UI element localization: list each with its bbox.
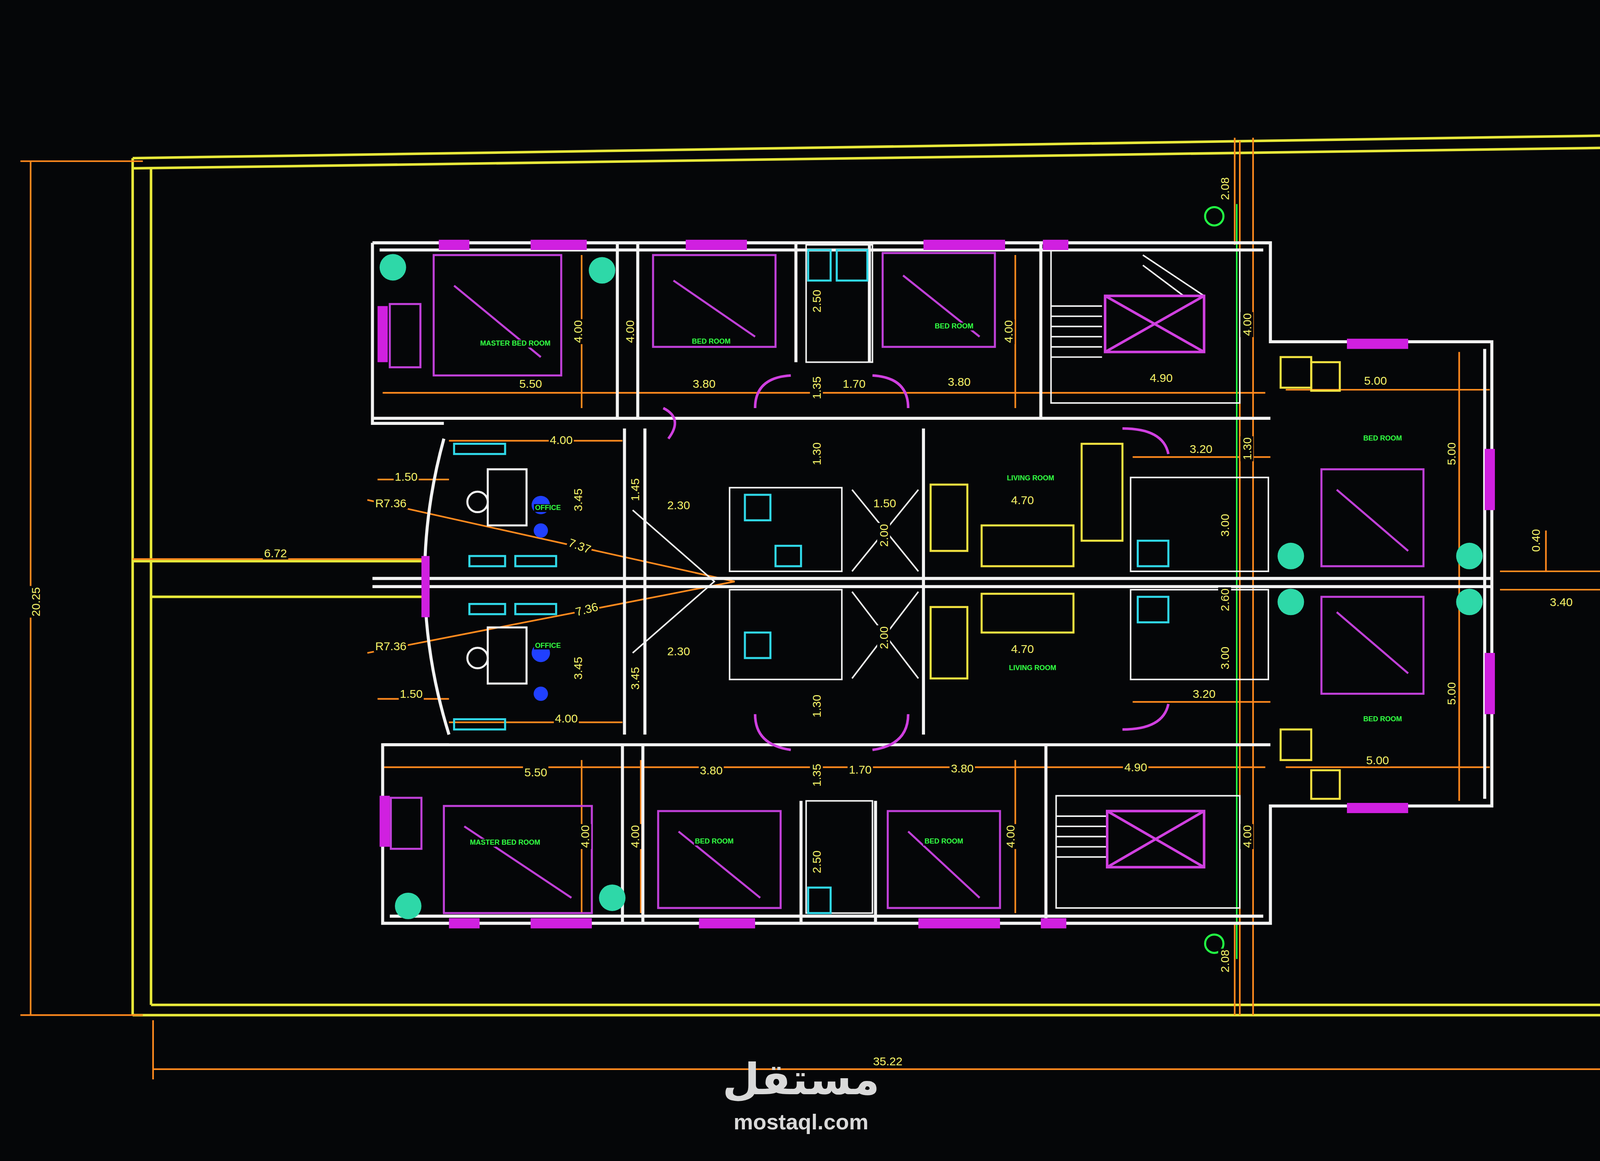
- dimension-label: 1.30: [809, 441, 823, 467]
- dimension-label: 4.00: [628, 824, 642, 850]
- dimension-label: 4.00: [553, 712, 579, 725]
- dimension-label: 5.50: [523, 766, 549, 779]
- dimension-label: 2.08: [1217, 176, 1231, 202]
- dimension-label: 1.35: [809, 762, 823, 788]
- room-name: BED ROOM: [1362, 715, 1404, 724]
- dimension-label: 4.00: [1240, 824, 1254, 850]
- dimension-label: 1.45: [628, 477, 642, 503]
- dimension-label: 4.00: [1001, 319, 1015, 345]
- room-name: BED ROOM: [693, 837, 735, 846]
- dimension-label: 3.80: [949, 762, 975, 775]
- room-name: LIVING ROOM: [1007, 664, 1058, 673]
- room-name: BED ROOM: [933, 322, 975, 331]
- room-name: BED ROOM: [923, 837, 965, 846]
- dimension-label: 3.45: [571, 487, 584, 513]
- dimension-label: 2.30: [666, 498, 692, 512]
- dimension-label: 1.50: [393, 469, 419, 483]
- dimension-label: 1.30: [809, 693, 823, 719]
- dimension-label: 4.70: [1009, 493, 1035, 507]
- dimension-label: 1.70: [841, 377, 867, 391]
- dimension-label: 2.50: [809, 849, 823, 875]
- room-name: LIVING ROOM: [1005, 474, 1056, 483]
- dimension-label: 4.00: [578, 824, 592, 850]
- dimension-label: 4.90: [1123, 760, 1149, 774]
- dimension-label: 2.08: [1217, 948, 1231, 974]
- dimension-label: 5.00: [1362, 374, 1388, 388]
- watermark-url: mostaql.com: [732, 1110, 870, 1135]
- dimension-label: 4.90: [1148, 371, 1174, 384]
- dimension-label: 3.45: [571, 655, 584, 681]
- dimension-label: 3.20: [1191, 687, 1217, 701]
- dimension-label: 5.00: [1444, 441, 1458, 467]
- dimension-label: 4.00: [548, 433, 574, 447]
- watermark: مستقل: [721, 1055, 881, 1104]
- dimension-label: 3.40: [1548, 595, 1574, 609]
- dimension-label: 4.00: [1240, 311, 1254, 337]
- dimension-label: 3.00: [1217, 512, 1231, 538]
- dimension-label: 3.80: [698, 764, 724, 777]
- dimension-label: 4.00: [623, 319, 636, 345]
- dimension-label: 5.00: [1364, 753, 1390, 767]
- dimension-label: 1.70: [847, 762, 873, 776]
- dimension-label: 4.00: [571, 319, 584, 345]
- dimension-label: 2.50: [809, 288, 823, 314]
- dimension-label: 4.70: [1009, 642, 1035, 656]
- dimension-label: 20.25: [29, 586, 43, 618]
- dimension-label: 2.60: [1217, 587, 1231, 613]
- room-name: OFFICE: [533, 642, 563, 650]
- room-name: MASTER BED ROOM: [468, 839, 542, 847]
- dimension-label: 3.80: [691, 377, 717, 391]
- dimension-label: 4.00: [1003, 824, 1017, 850]
- dimension-label: 1.50: [398, 687, 424, 701]
- dimension-label: 0.40: [1529, 528, 1543, 554]
- room-name: BED ROOM: [690, 337, 732, 346]
- dimension-label: 2.00: [877, 523, 891, 549]
- dimension-label: 1.30: [1240, 436, 1254, 462]
- dimension-label: 1.35: [809, 375, 823, 400]
- dimension-label: 1.50: [872, 496, 898, 510]
- room-name: MASTER BED ROOM: [478, 339, 552, 348]
- dimension-label: 2.30: [666, 644, 692, 658]
- dimension-label: 3.20: [1188, 442, 1214, 456]
- dimension-label: R7.36: [373, 496, 408, 510]
- dimension-label: 3.00: [1217, 645, 1231, 671]
- dimension-label: 3.80: [946, 375, 972, 388]
- dimension-label: 5.50: [517, 377, 543, 391]
- dimension-label: R7.36: [373, 639, 408, 653]
- room-name: OFFICE: [533, 504, 563, 513]
- dimension-label: 5.00: [1444, 681, 1458, 707]
- dimension-label: 3.45: [628, 666, 642, 692]
- dimension-label: 6.72: [262, 546, 288, 560]
- dimension-label: 2.00: [877, 625, 891, 650]
- room-name: BED ROOM: [1362, 434, 1404, 443]
